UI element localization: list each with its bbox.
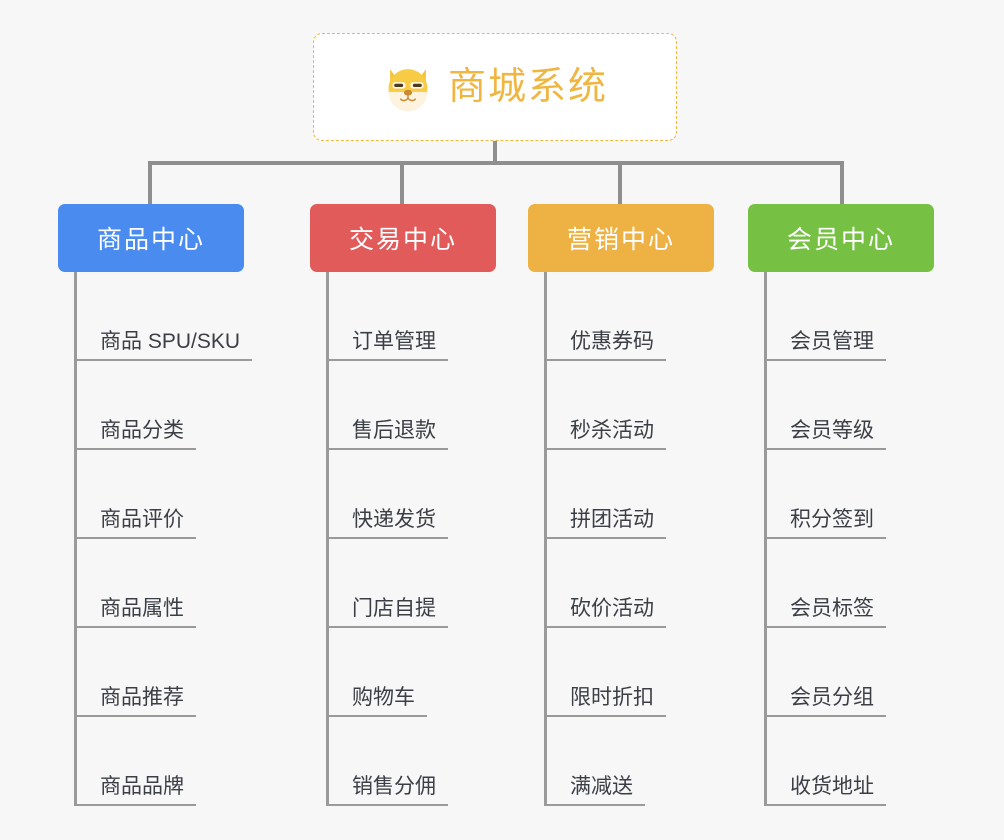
- column-item-list: 优惠券码 秒杀活动 拼团活动 砍价活动 限时折扣 满减送: [528, 272, 714, 806]
- connector-drop-2: [400, 161, 404, 204]
- item-label: 满减送: [545, 775, 645, 806]
- column-spine: [326, 272, 329, 806]
- list-item[interactable]: 会员标签: [748, 539, 934, 628]
- list-item[interactable]: 积分签到: [748, 450, 934, 539]
- list-item[interactable]: 砍价活动: [528, 539, 714, 628]
- category-header-product-center[interactable]: 商品中心: [58, 204, 244, 272]
- item-label: 优惠券码: [545, 330, 666, 361]
- list-item[interactable]: 门店自提: [310, 539, 496, 628]
- list-item[interactable]: 购物车: [310, 628, 496, 717]
- column-spine: [544, 272, 547, 806]
- item-label: 购物车: [327, 686, 427, 717]
- connector-drop-1: [148, 161, 152, 204]
- list-item[interactable]: 会员等级: [748, 361, 934, 450]
- category-label: 营销中心: [566, 226, 675, 254]
- column-item-list: 订单管理 售后退款 快递发货 门店自提 购物车 销售分佣: [310, 272, 496, 806]
- list-item[interactable]: 会员管理: [748, 272, 934, 361]
- item-label: 积分签到: [765, 508, 886, 539]
- list-item[interactable]: 商品品牌: [58, 717, 244, 806]
- item-label: 门店自提: [327, 597, 448, 628]
- column-item-list: 商品 SPU/SKU 商品分类 商品评价 商品属性 商品推荐 商品品牌: [58, 272, 253, 806]
- category-label: 会员中心: [786, 226, 895, 254]
- list-item[interactable]: 售后退款: [310, 361, 496, 450]
- category-header-trade-center[interactable]: 交易中心: [310, 204, 496, 272]
- list-item[interactable]: 拼团活动: [528, 450, 714, 539]
- column-member-center: 会员中心 会员管理 会员等级 积分签到 会员标签 会员分组 收货地址: [748, 204, 934, 806]
- item-label: 限时折扣: [545, 686, 666, 717]
- dog-face-icon: [388, 69, 428, 112]
- column-marketing-center: 营销中心 优惠券码 秒杀活动 拼团活动 砍价活动 限时折扣 满减送: [528, 204, 714, 806]
- column-product-center: 商品中心 商品 SPU/SKU 商品分类 商品评价 商品属性 商品推荐 商品品牌: [58, 204, 253, 806]
- item-label: 会员等级: [765, 419, 886, 450]
- root-title: 商城系统: [447, 66, 608, 108]
- item-label: 商品属性: [75, 597, 196, 628]
- list-item[interactable]: 秒杀活动: [528, 361, 714, 450]
- item-label: 销售分佣: [327, 775, 448, 806]
- column-trade-center: 交易中心 订单管理 售后退款 快递发货 门店自提 购物车 销售分佣: [310, 204, 496, 806]
- item-label: 砍价活动: [545, 597, 666, 628]
- connector-drop-3: [618, 161, 622, 204]
- item-label: 商品推荐: [75, 686, 196, 717]
- item-label: 商品分类: [75, 419, 196, 450]
- connector-root-stem: [493, 141, 497, 165]
- list-item[interactable]: 商品 SPU/SKU: [58, 272, 253, 361]
- list-item[interactable]: 快递发货: [310, 450, 496, 539]
- root-node[interactable]: 商城系统: [313, 33, 677, 141]
- item-label: 商品评价: [75, 508, 196, 539]
- category-label: 商品中心: [96, 226, 205, 254]
- item-label: 拼团活动: [545, 508, 666, 539]
- item-label: 售后退款: [327, 419, 448, 450]
- category-header-marketing-center[interactable]: 营销中心: [528, 204, 714, 272]
- list-item[interactable]: 满减送: [528, 717, 714, 806]
- list-item[interactable]: 商品评价: [58, 450, 244, 539]
- item-label: 收货地址: [765, 775, 886, 806]
- list-item[interactable]: 限时折扣: [528, 628, 714, 717]
- item-label: 会员标签: [765, 597, 886, 628]
- connector-bus: [148, 161, 844, 165]
- connector-drop-4: [840, 161, 844, 204]
- list-item[interactable]: 商品分类: [58, 361, 244, 450]
- list-item[interactable]: 商品推荐: [58, 628, 244, 717]
- list-item[interactable]: 会员分组: [748, 628, 934, 717]
- column-spine: [74, 272, 77, 806]
- item-label: 会员管理: [765, 330, 886, 361]
- item-label: 秒杀活动: [545, 419, 666, 450]
- item-label: 会员分组: [765, 686, 886, 717]
- category-label: 交易中心: [348, 226, 457, 254]
- item-label: 商品 SPU/SKU: [75, 330, 253, 361]
- list-item[interactable]: 收货地址: [748, 717, 934, 806]
- item-label: 订单管理: [327, 330, 448, 361]
- list-item[interactable]: 订单管理: [310, 272, 496, 361]
- list-item[interactable]: 商品属性: [58, 539, 244, 628]
- column-spine: [764, 272, 767, 806]
- list-item[interactable]: 优惠券码: [528, 272, 714, 361]
- column-item-list: 会员管理 会员等级 积分签到 会员标签 会员分组 收货地址: [748, 272, 934, 806]
- item-label: 快递发货: [327, 508, 448, 539]
- item-label: 商品品牌: [75, 775, 196, 806]
- category-header-member-center[interactable]: 会员中心: [748, 204, 934, 272]
- list-item[interactable]: 销售分佣: [310, 717, 496, 806]
